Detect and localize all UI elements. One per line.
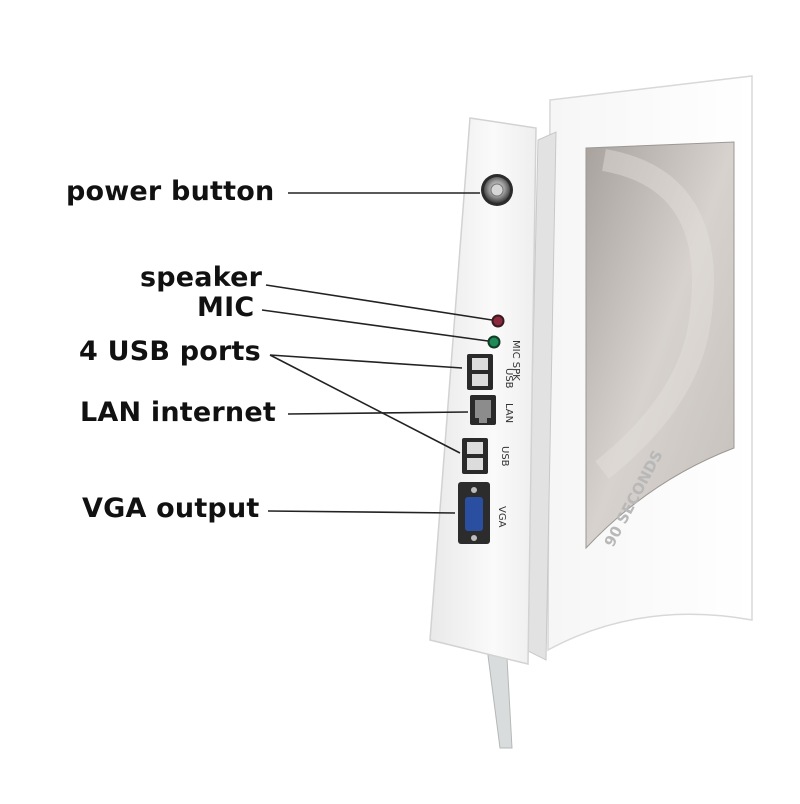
leader-line-mic xyxy=(261,309,489,342)
leader-line-speaker xyxy=(265,284,493,321)
port-label-vga: VGA xyxy=(496,506,507,528)
port-label-lan: LAN xyxy=(503,403,514,423)
leader-line-vga xyxy=(267,510,456,514)
leader-line-usb-bottom xyxy=(269,354,461,454)
callout-vga: VGA output xyxy=(82,493,260,524)
usb-port-pair-bottom xyxy=(462,438,488,474)
leader-line-lan xyxy=(287,411,469,415)
power-button-hardware xyxy=(481,174,513,206)
leader-lines xyxy=(261,192,493,514)
vga-port xyxy=(458,482,490,544)
mic-jack xyxy=(487,335,501,349)
callout-usb-ports: 4 USB ports xyxy=(79,336,261,367)
callout-power-button: power button xyxy=(66,176,275,207)
screen-reflection xyxy=(595,149,714,479)
display-screen xyxy=(585,141,735,550)
callout-mic: MIC xyxy=(197,292,255,323)
leader-line-usb-top xyxy=(269,354,463,369)
callout-speaker: speaker xyxy=(140,262,263,293)
port-label-mic-spk: MIC SPK xyxy=(510,340,521,381)
port-label-usb-top: USB xyxy=(503,368,514,389)
lan-port xyxy=(470,395,496,425)
usb-port-pair-top xyxy=(467,354,493,390)
side-panel xyxy=(429,117,537,665)
port-label-usb-bottom: USB xyxy=(499,446,510,467)
callout-lan: LAN internet xyxy=(80,397,276,428)
speaker-jack xyxy=(491,314,505,328)
